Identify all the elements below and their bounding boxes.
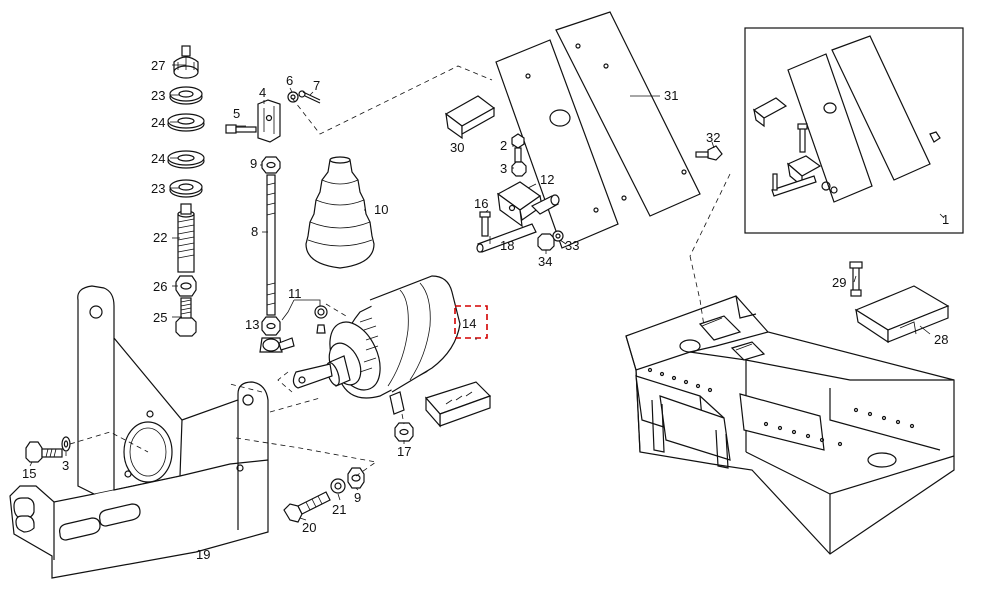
label-23-lower: 23	[151, 181, 165, 196]
threaded-rod-assembly	[259, 156, 328, 353]
label-27: 27	[151, 58, 165, 73]
part-3-washer-left	[61, 436, 71, 452]
part-15-bolt	[25, 441, 63, 463]
label-31: 31	[664, 88, 678, 103]
part-33-washer	[552, 230, 564, 242]
label-3-right: 3	[500, 161, 507, 176]
label-29: 29	[832, 275, 846, 290]
label-6: 6	[286, 73, 293, 88]
part-26-nut	[175, 275, 197, 297]
label-1: 1	[942, 212, 949, 227]
part-14-highlight-box	[454, 305, 488, 339]
part-22-threaded-spacer	[177, 203, 195, 273]
label-2: 2	[500, 138, 507, 153]
part-8-threaded-rod	[266, 174, 276, 316]
label-3-left: 3	[62, 458, 69, 473]
part-34-nut	[537, 233, 555, 251]
part-23-washer-upper	[169, 86, 203, 105]
part-16-bolt	[479, 211, 491, 237]
label-12: 12	[540, 172, 554, 187]
label-30: 30	[450, 140, 464, 155]
part-19-mounting-bracket	[9, 285, 269, 579]
label-24-upper: 24	[151, 115, 165, 130]
label-16: 16	[474, 196, 488, 211]
label-19: 19	[196, 547, 210, 562]
part-4-clevis	[257, 99, 281, 143]
label-14: 14	[462, 316, 476, 331]
part-7-split-pin	[298, 90, 321, 104]
part-23-washer-lower	[169, 179, 203, 198]
label-9-upper: 9	[250, 156, 257, 171]
part-11-ball-joint	[259, 305, 328, 353]
part-25-bolt	[175, 297, 197, 337]
part-24-washer-upper	[167, 113, 205, 132]
part-9-nut-lower	[347, 467, 365, 489]
part-number-labels: 27 23 24 24 23 22 26 25 4 5 6 7 9 8 10 1…	[22, 58, 949, 562]
part-10-rubber-boot	[305, 156, 375, 269]
leader-lines	[29, 64, 945, 553]
part-13-nut	[261, 316, 281, 336]
label-32: 32	[706, 130, 720, 145]
label-5: 5	[233, 106, 240, 121]
part-20-bolt	[283, 491, 331, 523]
label-25: 25	[153, 310, 167, 325]
part-6-washer	[287, 91, 299, 103]
part-18-shaft	[476, 223, 537, 253]
part-17-nut	[394, 422, 414, 442]
part-29-bolt	[849, 261, 863, 297]
label-22: 22	[153, 230, 167, 245]
label-13: 13	[245, 317, 259, 332]
part-27-rubber-cap	[173, 45, 199, 79]
label-28: 28	[934, 332, 948, 347]
bump-stop-stack	[167, 45, 205, 337]
part-2-bolt	[511, 133, 525, 163]
label-8: 8	[251, 224, 258, 239]
part-12-pivot-bracket	[496, 181, 560, 228]
inset-detail-box	[744, 27, 964, 234]
label-24-lower: 24	[151, 151, 165, 166]
label-9-lower: 9	[354, 490, 361, 505]
label-26: 26	[153, 279, 167, 294]
part-30-bracket	[444, 95, 496, 140]
label-17: 17	[397, 444, 411, 459]
part-9-nut-upper	[261, 156, 281, 174]
label-7: 7	[313, 78, 320, 93]
label-15: 15	[22, 466, 36, 481]
label-33: 33	[565, 238, 579, 253]
pivot-bracket-assembly	[476, 133, 564, 253]
floor-chassis-structure	[625, 295, 955, 555]
part-31-cover-plates	[495, 11, 701, 249]
part-3-nut	[511, 161, 527, 177]
part-5-pin-bolt	[225, 124, 257, 134]
assembly-guide-lines	[69, 65, 731, 477]
label-18: 18	[500, 238, 514, 253]
part-28-control-module	[854, 285, 950, 344]
part-32-bolt	[695, 145, 723, 161]
label-21: 21	[332, 502, 346, 517]
part-24-washer-lower	[167, 150, 205, 169]
part-21-washer	[330, 478, 346, 494]
label-4: 4	[259, 85, 266, 100]
label-10: 10	[374, 202, 388, 217]
label-23-upper: 23	[151, 88, 165, 103]
chassis-rivets	[647, 367, 915, 447]
label-20: 20	[302, 520, 316, 535]
label-34: 34	[538, 254, 552, 269]
label-11: 11	[288, 286, 302, 301]
part-14-electric-motor	[292, 243, 541, 428]
clevis-assembly	[225, 90, 321, 143]
